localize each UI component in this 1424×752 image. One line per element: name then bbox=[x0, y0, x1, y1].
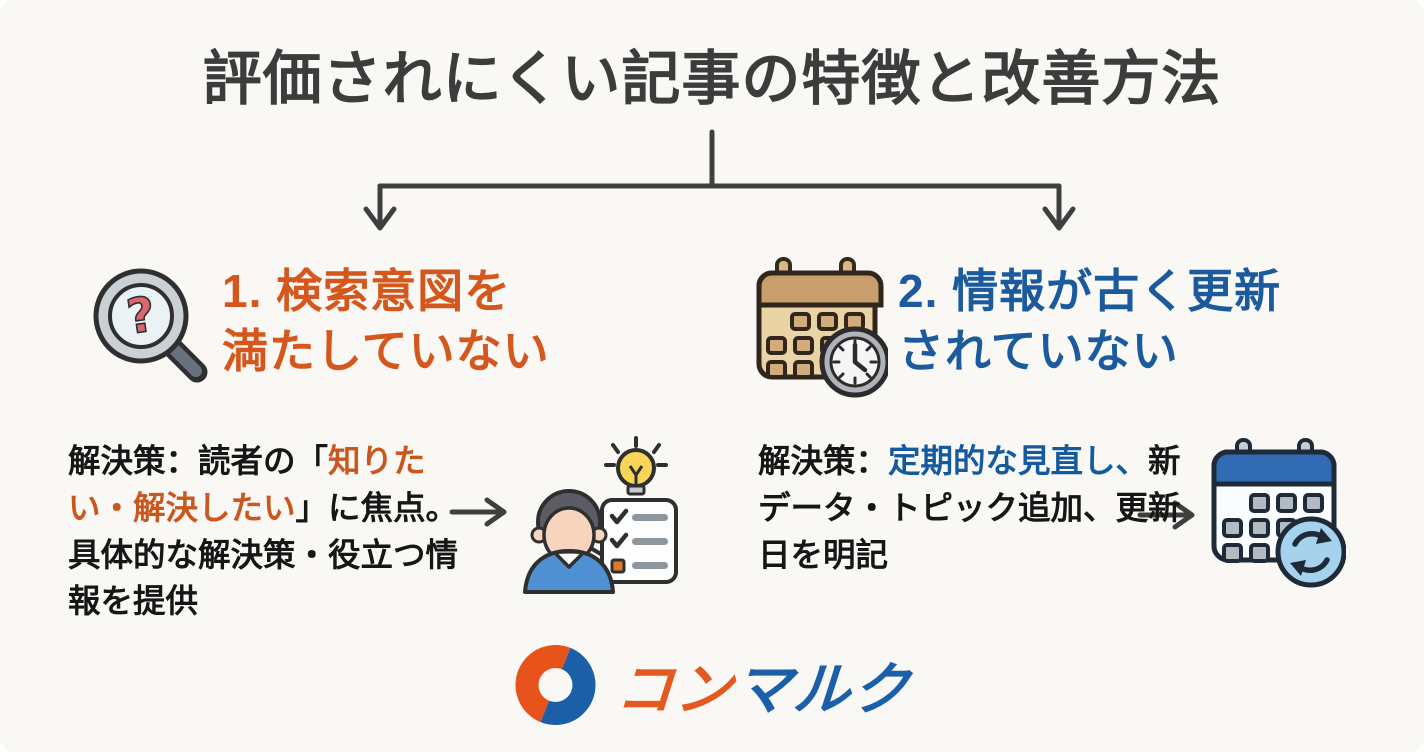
calendar-clock-icon bbox=[756, 257, 888, 398]
svg-text:?: ? bbox=[123, 286, 158, 345]
branch-right-arrowhead-icon bbox=[1042, 206, 1076, 231]
page-title: 評価されにくい記事の特徴と改善方法 bbox=[202, 46, 1222, 112]
section-1-solution-prefix: 解決策：読者の「 bbox=[68, 443, 329, 479]
section-1-heading: 1. 検索意図を 満たしていない bbox=[222, 262, 550, 382]
section-2-heading-line1: 2. 情報が古く更新 bbox=[898, 265, 1282, 317]
section-2-heading: 2. 情報が古く更新 されていない bbox=[898, 262, 1281, 382]
logo-wordmark: コンマルク bbox=[614, 644, 915, 726]
calendar-refresh-icon bbox=[1211, 438, 1346, 588]
section-1-solution-text: 解決策：読者の「知りたい・解決したい」に焦点。具体的な解決策・役立つ情報を提供 bbox=[68, 438, 472, 625]
section-1-solution-highlight: 知りたい・解決したい bbox=[68, 443, 426, 526]
section-2-solution-suffix: 新データ・トピック追加、更新日を明記 bbox=[758, 443, 1181, 573]
section-1-heading-line1: 1. 検索意図を bbox=[222, 265, 512, 317]
section-2-solution-highlight: 定期的な見直し、 bbox=[888, 443, 1149, 479]
section-2-heading-line2: されていない bbox=[898, 324, 1179, 377]
section-2-solution-text: 解決策：定期的な見直し、新データ・トピック追加、更新日を明記 bbox=[758, 438, 1198, 578]
left-result-arrowhead-icon bbox=[484, 497, 507, 527]
section-2-solution-prefix: 解決策： bbox=[758, 443, 889, 479]
conmarc-logo-mark bbox=[515, 645, 596, 725]
section-1-heading-line2: 満たしていない bbox=[222, 324, 550, 377]
person-checklist-idea-icon bbox=[523, 436, 678, 594]
section-1-solution-suffix: 」に焦点。具体的な解決策・役立つ情報を提供 bbox=[68, 489, 459, 620]
footer-logo: コンマルク bbox=[513, 642, 915, 728]
magnifier-question-icon: ? bbox=[93, 268, 208, 383]
branch-left-arrowhead-icon bbox=[363, 206, 397, 231]
logo-text-blue: マルク bbox=[731, 658, 914, 722]
logo-text-orange: コン bbox=[613, 658, 737, 722]
